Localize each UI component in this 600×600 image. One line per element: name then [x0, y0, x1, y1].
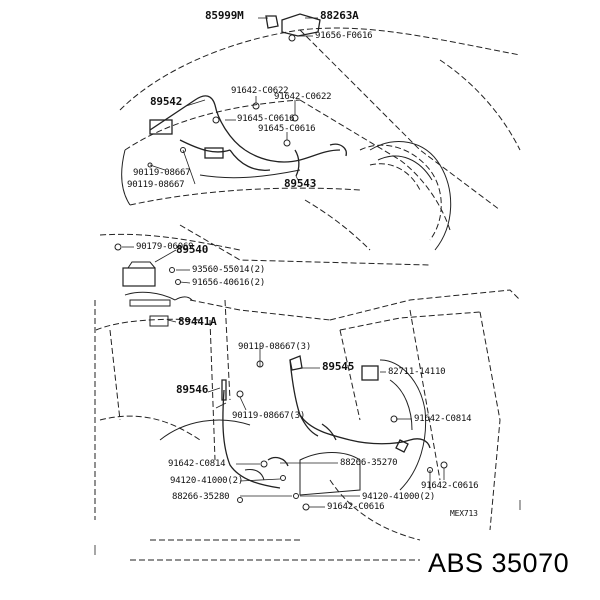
callout-82711-14110: 82711-14110: [388, 367, 446, 377]
callout-85999m: 85999M: [205, 9, 244, 22]
callout-90179-06069: 90179-06069: [136, 242, 194, 252]
callout-91642-c0616-a: 91642-C0616: [421, 481, 479, 491]
callout-91645-c0616-a: 91645-C0616: [237, 114, 295, 124]
callout-94120-41000-b: 94120-41000(2): [362, 492, 436, 502]
callout-88266-35280: 88266-35280: [172, 492, 230, 502]
lower-vehicle-outline: [94, 289, 521, 561]
actuator-area: [114, 243, 193, 327]
upper-solid-lines: [121, 141, 452, 251]
callout-90119-08667-a: 90119-08667: [133, 168, 191, 178]
callout-90119-08667-3-a: 90119-08667(3): [238, 342, 312, 352]
callout-91656-f0616: 91656-F0616: [315, 31, 373, 41]
callout-90119-08667-3-b: 90119-08667(3): [232, 411, 306, 421]
callout-89542: 89542: [150, 95, 183, 108]
callout-89441a: 89441A: [178, 315, 217, 328]
callout-91645-c0616-b: 91645-C0616: [258, 124, 316, 134]
part-caption: ABS 35070: [428, 548, 570, 578]
middle-dashed-outline: [95, 224, 431, 331]
callout-91642-c0814-b: 91642-C0814: [168, 459, 226, 469]
upper-leader-lines: [149, 17, 318, 185]
callout-91642-c0622-a: 91642-C0622: [231, 86, 289, 96]
callout-94120-41000-a: 94120-41000(2): [170, 476, 244, 486]
callout-89543: 89543: [284, 177, 317, 190]
lower-leader-lines: [207, 346, 445, 508]
callout-91642-c0622-b: 91642-C0622: [274, 92, 332, 102]
figure-code: MEX713: [450, 509, 478, 518]
callout-88263a: 88263A: [320, 9, 359, 22]
lower-solid-lines: [159, 359, 427, 496]
lower-wire-harness: [221, 355, 431, 489]
callout-91656-40616: 91656-40616(2): [192, 278, 266, 288]
upper-wire-harness: [149, 13, 347, 177]
callout-88266-35270: 88266-35270: [340, 458, 398, 468]
callout-91642-c0616-b: 91642-C0616: [327, 502, 385, 512]
upper-vehicle-outline: [119, 27, 521, 251]
callout-90119-08667-b: 90119-08667: [127, 180, 185, 190]
callout-91642-c0814-a: 91642-C0814: [414, 414, 472, 424]
callout-89540: 89540: [176, 243, 209, 256]
callout-89545: 89545: [322, 360, 355, 373]
callout-89546: 89546: [176, 383, 209, 396]
callout-93560-55014: 93560-55014(2): [192, 265, 266, 275]
frame-corner-marks: [94, 500, 521, 555]
